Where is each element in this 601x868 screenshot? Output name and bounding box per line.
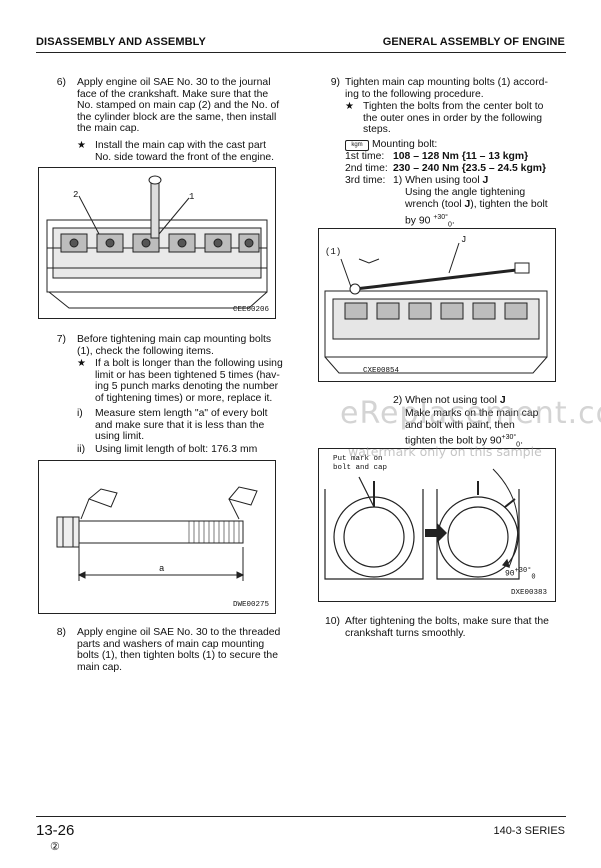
star-icon: ★ [77,358,86,369]
step-9-number: 9) [330,77,340,88]
step-8-text: Apply engine oil SAE No. 30 to the threa… [77,627,281,673]
step-7-number: 7) [56,334,66,345]
second-time-label: 2nd time: [345,163,388,174]
header-section-left: DISASSEMBLY AND ASSEMBLY [36,36,206,48]
figure-bolt-length: a DWE00275 [38,460,276,614]
watermark-caption: watermark only on this sample [348,444,542,459]
not-using-tool-line-1: Make marks on the main cap [405,408,539,419]
footer-rule [36,816,566,817]
step-7-i-text: Measure stem length "a" of every bolt an… [95,408,268,442]
angle-wrench-drawing [324,242,548,374]
mark-note-line-1: Put mark on [333,455,383,463]
callout-2: 2 [73,190,79,200]
step-9-note: Tighten the bolts from the center bolt t… [363,101,544,135]
paint-mark-drawing [324,468,520,580]
step-10-text: After tightening the bolts, make sure th… [345,616,549,639]
figure-code: CXE00854 [363,367,400,375]
engine-block-drawing [46,175,268,309]
step-8-number: 8) [56,627,66,638]
star-icon: ★ [77,140,86,151]
step-9-text: Tighten main cap mounting bolts (1) acco… [345,77,548,100]
first-time-label: 1st time: [345,151,385,162]
rotation-angle: 90+30°0 [505,567,536,582]
mark-note-line-2: bolt and cap [333,464,388,472]
step-7-ii-text: Using limit length of bolt: 176.3 mm [95,444,258,455]
revision-mark: ② [50,841,60,853]
not-using-tool-line-2: and bolt with paint, then [405,420,515,431]
step-7-i-label: i) [77,408,83,419]
figure-code: DWE00275 [232,601,269,609]
arrow-right-icon [425,523,447,543]
figure-angle-wrench: (1) J CXE00854 [318,228,556,382]
not-using-tool: 2) When not using tool J [393,395,506,406]
bolt-drawing [56,486,258,581]
dimension-a: a [159,564,165,574]
step-6-number: 6) [56,77,66,88]
callout-1: 1 [189,192,195,202]
step-7-ii-label: ii) [77,444,86,455]
step-7-text: Before tightening main cap mounting bolt… [77,334,272,357]
third-time-angle: by 90 +30°0. [405,214,455,229]
second-time-value: 230 – 240 Nm {23.5 – 24.5 kgm} [393,163,547,174]
step-10-number: 10) [324,616,340,627]
third-time-line-1: Using the angle tightening [405,187,526,198]
series-label: 140-3 SERIES [493,825,565,837]
page-number: 13-26 [36,822,75,839]
header-section-right: GENERAL ASSEMBLY OF ENGINE [382,36,565,48]
mounting-bolt-label: Mounting bolt: [372,139,438,150]
third-time-using-tool: 1) When using tool J [393,175,489,186]
header-rule [36,52,566,53]
figure-code: CEE00206 [232,306,269,314]
not-using-tool-angle: tighten the bolt by 90+30°0. [405,434,523,449]
watermark-logo-text: eReplacement.com [340,396,601,431]
figure-main-cap-install: 2 1 CEE00206 [38,167,276,319]
step-7-note: If a bolt is longer than the following u… [95,358,283,404]
star-icon: ★ [345,101,354,112]
torque-wrench-icon: kgm [345,140,369,151]
step-6-note: Install the main cap with the cast part … [95,140,275,163]
third-time-label: 3rd time: [345,175,386,186]
first-time-value: 108 – 128 Nm {11 – 13 kgm} [393,151,529,162]
figure-code: DXE00383 [510,589,547,597]
step-6-text: Apply engine oil SAE No. 30 to the journ… [77,77,280,134]
callout-tool-j: J [461,235,467,245]
third-time-line-2: wrench (tool J), tighten the bolt [405,199,548,210]
figure-paint-marks: Put mark on bolt and cap 90+30°0 DXE0038… [318,448,556,602]
callout-1: (1) [325,247,342,257]
